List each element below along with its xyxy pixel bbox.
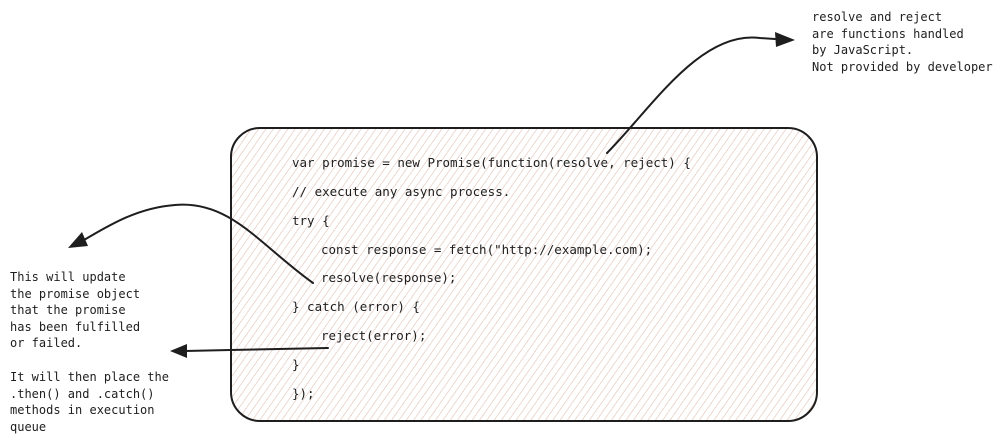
code-line-fetch: const response = fetch("http://example.c… <box>321 242 653 257</box>
code-line-close-promise: }); <box>292 386 315 401</box>
arrowhead-icon <box>68 232 88 248</box>
annotation-promise-update: This will update the promise object that… <box>10 270 141 350</box>
code-block-container <box>230 127 818 422</box>
code-line-resolve: resolve(response); <box>321 270 457 285</box>
code-line-close-brace: } <box>292 357 300 372</box>
arrowhead-icon <box>775 32 795 47</box>
code-line-comment: // execute any async process. <box>292 184 511 199</box>
code-line-catch: } catch (error) { <box>292 299 420 314</box>
arrowhead-icon <box>170 344 187 358</box>
annotation-resolve-reject: resolve and reject are functions handled… <box>812 10 993 74</box>
annotation-execution-queue: It will then place the .then() and .catc… <box>10 370 169 434</box>
code-line-promise-decl: var promise = new Promise(function(resol… <box>292 155 691 170</box>
code-line-try: try { <box>292 213 330 228</box>
code-line-reject: reject(error); <box>321 328 427 343</box>
